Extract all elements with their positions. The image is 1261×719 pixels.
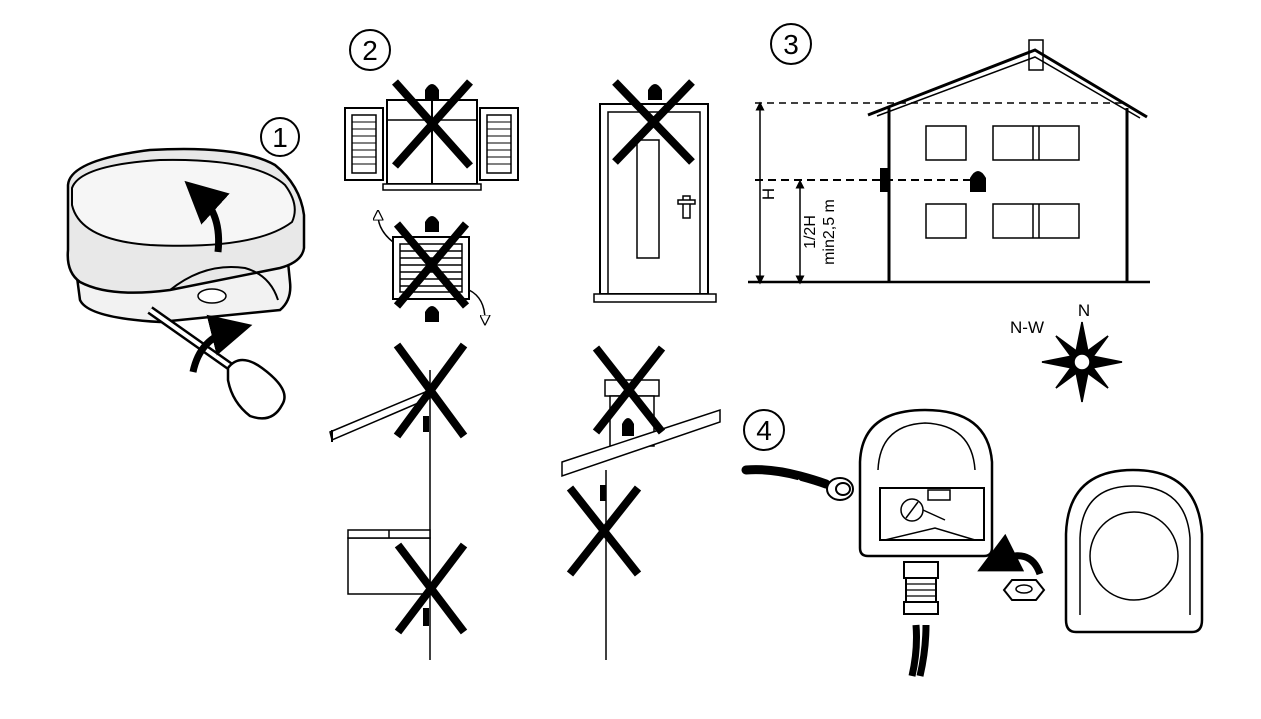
sensor-housing-closed	[66, 147, 306, 324]
step-3-badge: 3	[770, 23, 812, 65]
house	[748, 39, 1150, 284]
step-1-badge: 1	[260, 117, 300, 157]
lift-arrow-icon	[184, 180, 230, 253]
forbidden-cross-icon	[612, 79, 695, 165]
forbidden-cross-icon	[566, 485, 642, 577]
sensor-marker	[970, 171, 986, 192]
nut-with-arrow	[977, 533, 1046, 601]
step-2-avoid-locations: 2	[329, 29, 721, 660]
chimney-on-roof	[561, 345, 721, 660]
height-label: H	[759, 188, 778, 200]
compass-north-label: N	[1078, 301, 1090, 320]
step-2-number: 2	[362, 35, 378, 66]
half-height-label: 1/2H	[802, 215, 819, 249]
step-4-cable-entry: 4	[741, 408, 1204, 677]
door	[593, 79, 717, 303]
sensor-marker	[423, 608, 429, 626]
sensor-marker	[622, 418, 634, 436]
box-on-wall	[347, 529, 468, 635]
step-4-badge: 4	[743, 409, 785, 451]
height-dimension	[755, 101, 1127, 285]
sensor-marker	[425, 84, 439, 100]
forbidden-cross-icon	[394, 542, 468, 635]
sensor-marker	[423, 416, 429, 432]
forbidden-cross-icon	[392, 79, 473, 169]
compass-northwest-label: N-W	[1010, 318, 1044, 337]
insert-arrow-icon	[977, 533, 1044, 576]
ventilation-grille	[378, 215, 485, 322]
forbidden-cross-icon	[592, 345, 666, 435]
step-4-number: 4	[756, 415, 772, 446]
sensor-cover	[1064, 468, 1204, 634]
sensor-marker	[648, 84, 662, 100]
side-cable-with-gland	[741, 465, 854, 501]
bottom-cable-gland	[903, 561, 939, 677]
open-sensor-base	[858, 408, 994, 558]
wall-bracket	[880, 168, 889, 192]
awning-on-wall	[329, 342, 468, 660]
compass-rose: N N-W	[1010, 301, 1123, 403]
window-with-shutters	[344, 79, 519, 191]
step-3-mounting-height: 3 H 1/2H min2,5 m	[748, 23, 1150, 285]
airflow-arrow-icon	[378, 215, 394, 243]
step-1-open-housing: 1	[66, 117, 306, 420]
minimum-height-label: min2,5 m	[821, 199, 838, 265]
pry-arrow-icon	[189, 314, 253, 373]
step-1-number: 1	[272, 122, 288, 153]
forbidden-cross-icon	[393, 221, 470, 309]
sensor-marker	[600, 485, 606, 501]
screwdriver-icon	[147, 306, 286, 420]
sensor-marker	[425, 306, 439, 322]
step-3-number: 3	[783, 29, 799, 60]
airflow-arrow-icon	[468, 289, 485, 320]
step-2-badge: 2	[349, 29, 391, 71]
compass-star-icon	[1041, 321, 1123, 403]
sensor-marker	[425, 216, 439, 232]
forbidden-cross-icon	[393, 342, 468, 439]
